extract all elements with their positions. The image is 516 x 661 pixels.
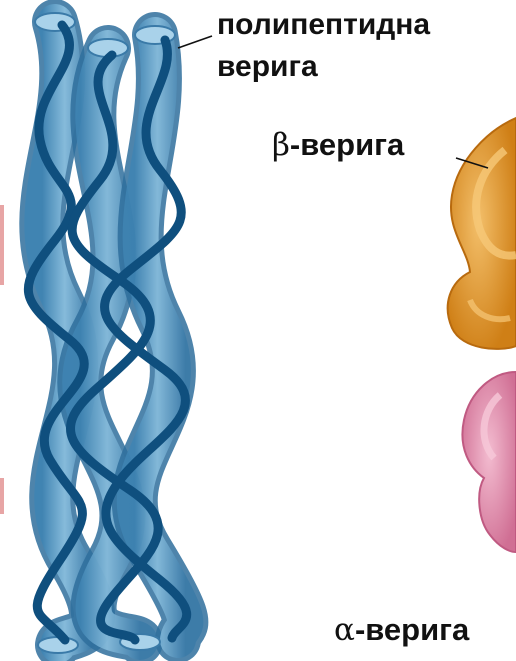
beta-symbol: β: [272, 127, 290, 163]
left-edge-accent-bottom: [0, 478, 4, 514]
alpha-symbol: α: [334, 612, 355, 648]
alpha-chain-label-text: -верига: [355, 612, 469, 647]
alpha-chain-label: α-верига: [334, 612, 469, 648]
alpha-chain-shape: [462, 372, 516, 552]
beta-chain-label: β-верига: [272, 127, 404, 163]
beta-chain-label-text: -верига: [290, 127, 404, 162]
collagen-triple-helix: [28, 13, 212, 653]
polypeptide-leader-line: [178, 36, 212, 48]
polypeptide-chain-label-line2: верига: [217, 50, 318, 84]
beta-chain-shape: [448, 118, 516, 349]
left-edge-accent-top: [0, 205, 4, 285]
polypeptide-chain-label-line1: полипептидна: [217, 8, 430, 42]
